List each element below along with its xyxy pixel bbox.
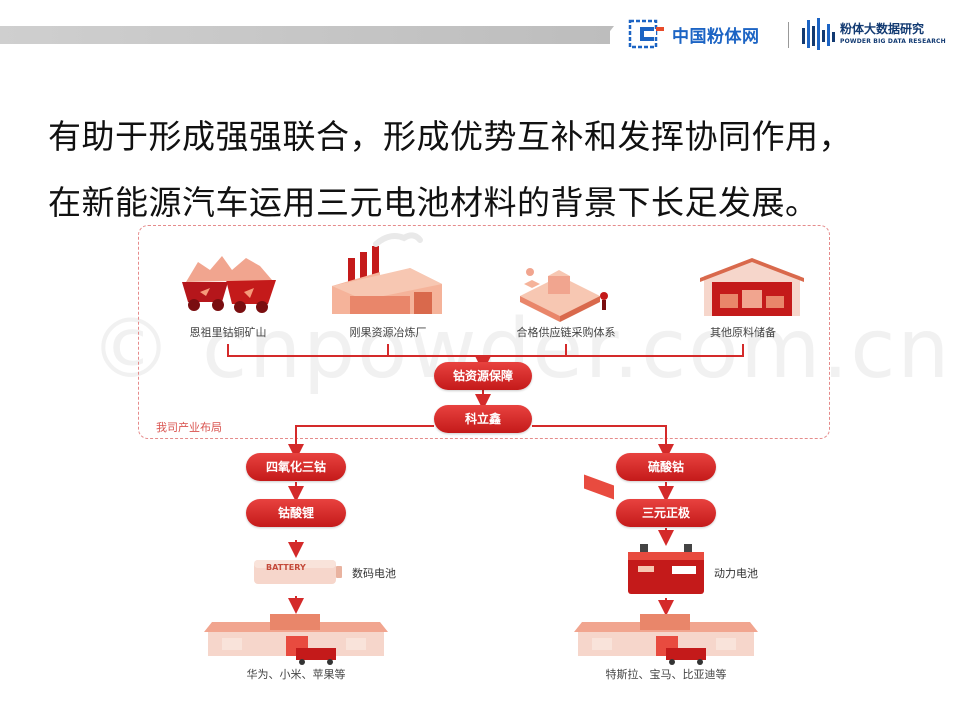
digital-battery-label: 数码电池 [352, 567, 396, 580]
source-label-mine: 恩祖里钴铜矿山 [189, 326, 267, 339]
digital-battery-icon [254, 560, 342, 584]
branch-connectors [295, 425, 667, 446]
mine-cart-icon [182, 256, 276, 313]
headline-line-1: 有助于形成强强联合，形成优势互补和发挥协同作用， [48, 117, 852, 156]
right-store-icon [574, 614, 758, 665]
source-label-smelter: 刚果资源冶炼厂 [349, 326, 427, 339]
company-layout-box [138, 225, 830, 439]
headline-line-2: 在新能源汽车运用三元电池材料的背景下长足发展。 [48, 183, 819, 222]
supply-chain-platform-icon [520, 268, 614, 500]
cobalt-oxide-node: 四氧化三钴 [246, 453, 346, 481]
cobalt-resource-node: 钴资源保障 [434, 362, 532, 390]
source-label-supply-chain: 合格供应链采购体系 [516, 326, 616, 339]
cnpowder-logo-text: 中国粉体网 [672, 26, 760, 47]
header-bar-tip [600, 26, 614, 44]
bigdata-logo-subtitle: POWDER BIG DATA RESEARCH [840, 38, 946, 45]
bar-chart-logo-icon [800, 16, 836, 52]
warehouse-icon [700, 258, 804, 316]
power-battery-icon [628, 544, 704, 594]
source-label-reserve: 其他原料储备 [710, 326, 776, 339]
battery-label: BATTERY [266, 563, 306, 572]
source-connectors [227, 344, 744, 372]
cnpowder-logo-mark-icon [628, 18, 668, 50]
ternary-cathode-node: 三元正极 [616, 499, 716, 527]
power-battery-label: 动力电池 [714, 567, 758, 580]
kelixin-node: 科立鑫 [434, 405, 532, 433]
company-layout-label: 我司产业布局 [156, 421, 222, 434]
cnpowder-logo[interactable]: 中国粉体网 [628, 18, 760, 50]
logo-separator [788, 22, 789, 48]
lithium-cobaltate-node: 钴酸锂 [246, 499, 346, 527]
bigdata-logo-title: 粉体大数据研究 [840, 22, 925, 36]
left-customers-label: 华为、小米、苹果等 [246, 668, 346, 681]
cobalt-sulfate-node: 硫酸钴 [616, 453, 716, 481]
header-bar [0, 26, 610, 44]
right-customers-label: 特斯拉、宝马、比亚迪等 [605, 668, 727, 681]
left-store-icon [204, 614, 388, 665]
smelter-factory-icon [332, 232, 442, 314]
